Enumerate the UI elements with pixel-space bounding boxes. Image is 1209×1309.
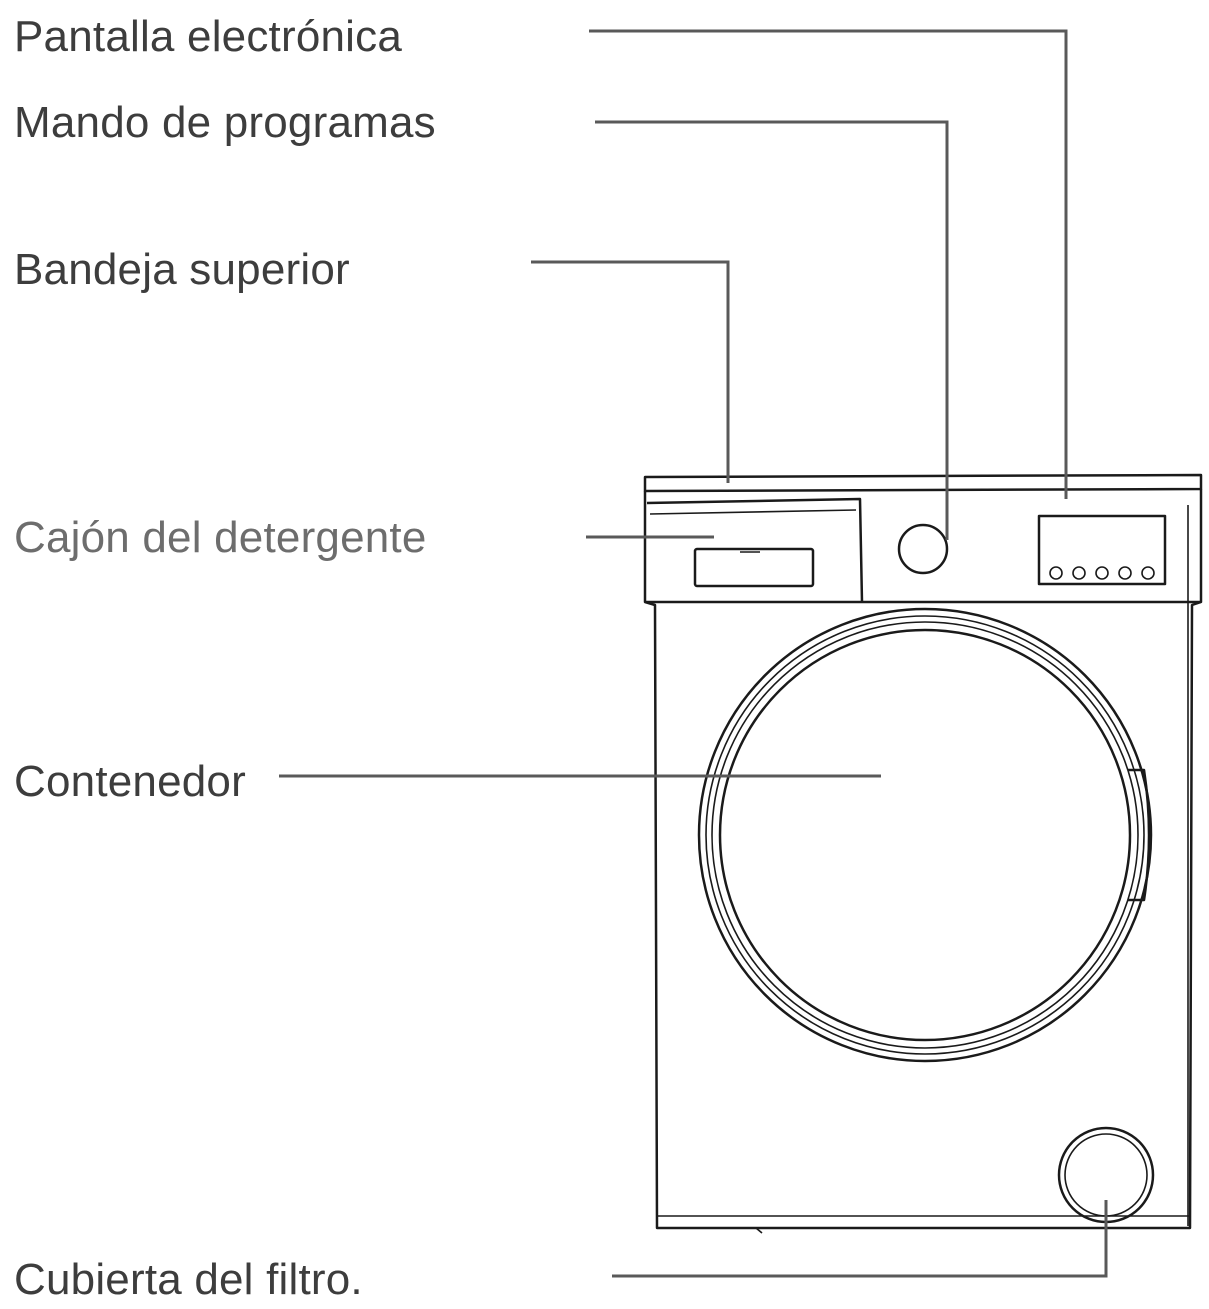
door-ring-2 bbox=[705, 615, 1145, 1055]
display-button bbox=[1072, 566, 1086, 580]
label-cajon-del-detergente: Cajón del detergente bbox=[14, 513, 427, 562]
leader-lines bbox=[279, 29, 1108, 1278]
door-outer-ring bbox=[697, 607, 1153, 1063]
leader-pantalla-electronica bbox=[589, 29, 1068, 499]
leader-bandeja-superior bbox=[531, 260, 730, 483]
label-cubierta-del-filtro: Cubierta del filtro. bbox=[14, 1255, 363, 1304]
display-button bbox=[1118, 566, 1132, 580]
door-glass bbox=[718, 628, 1132, 1042]
display-buttons bbox=[1049, 566, 1155, 580]
detergent-drawer-handle bbox=[693, 547, 815, 588]
label-bandeja-superior: Bandeja superior bbox=[14, 245, 350, 294]
detergent-drawer bbox=[646, 497, 864, 603]
door-handle bbox=[1128, 768, 1151, 902]
label-pantalla-electronica: Pantalla electrónica bbox=[14, 12, 403, 61]
label-mando-de-programas: Mando de programas bbox=[14, 98, 436, 147]
electronic-display bbox=[1037, 514, 1167, 586]
display-button bbox=[1049, 566, 1063, 580]
machine-body bbox=[643, 489, 1203, 1230]
program-knob bbox=[897, 523, 949, 575]
display-button bbox=[1141, 566, 1155, 580]
detergent-drawer-inner bbox=[649, 509, 857, 515]
display-button bbox=[1095, 566, 1109, 580]
leader-mando-de-programas bbox=[595, 120, 949, 540]
label-contenedor: Contenedor bbox=[14, 757, 246, 806]
machine-foot bbox=[755, 1227, 763, 1234]
washing-machine bbox=[643, 473, 1203, 1234]
leader-cubierta-del-filtro bbox=[612, 1200, 1108, 1278]
door-ring-3 bbox=[711, 621, 1139, 1049]
